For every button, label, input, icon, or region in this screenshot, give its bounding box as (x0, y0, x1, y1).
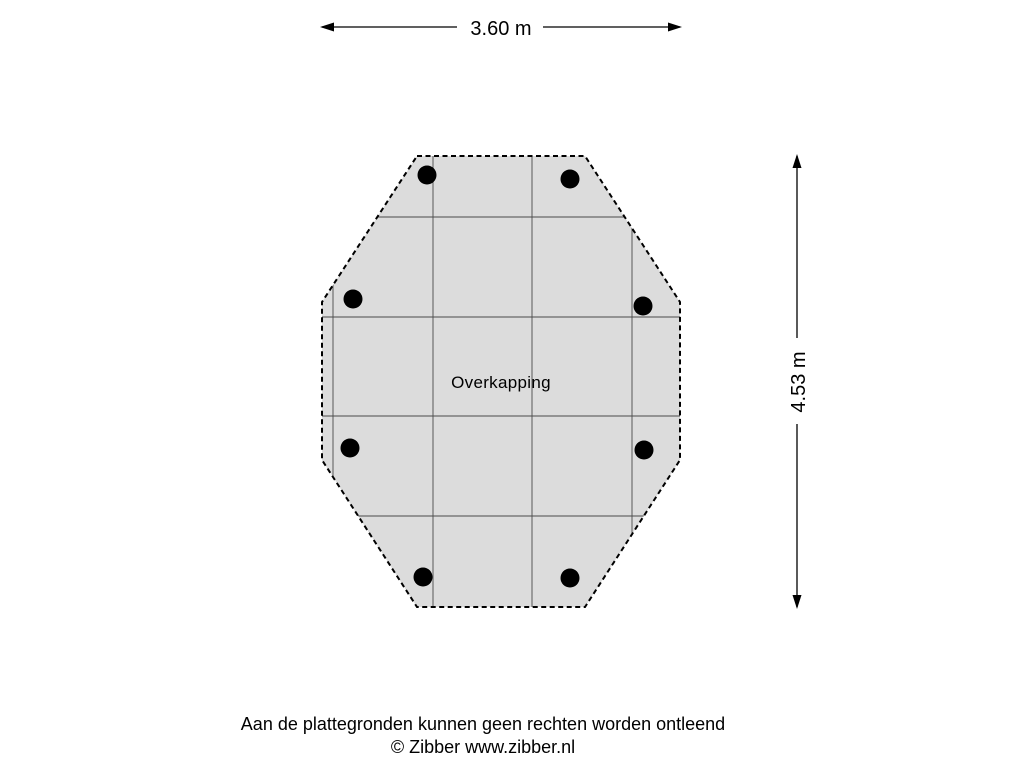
post (634, 440, 654, 460)
post (633, 296, 653, 316)
footer-copyright: © Zibber www.zibber.nl (390, 737, 576, 757)
arrow-left-icon (320, 22, 334, 32)
width-label: 3.60 m (470, 18, 531, 40)
depth-label: 4.53 m (788, 351, 810, 412)
post (417, 165, 437, 185)
width-dimension: 3.60 m (320, 18, 682, 40)
post (340, 438, 360, 458)
arrow-right-icon (668, 22, 682, 32)
arrow-up-icon (792, 154, 802, 168)
post (413, 567, 433, 587)
post (343, 289, 363, 309)
canopy-area: Overkapping (321, 155, 681, 608)
roof-grid (322, 156, 680, 607)
footer-disclaimer: Aan de plattegronden kunnen geen rechten… (240, 714, 726, 734)
room-label: Overkapping (451, 373, 551, 392)
canopy-fill (322, 156, 680, 607)
canopy-outline (321, 155, 681, 608)
post (560, 169, 580, 189)
post (560, 568, 580, 588)
depth-dimension: 4.53 m (788, 154, 810, 609)
arrow-down-icon (792, 595, 802, 609)
posts (340, 165, 654, 588)
